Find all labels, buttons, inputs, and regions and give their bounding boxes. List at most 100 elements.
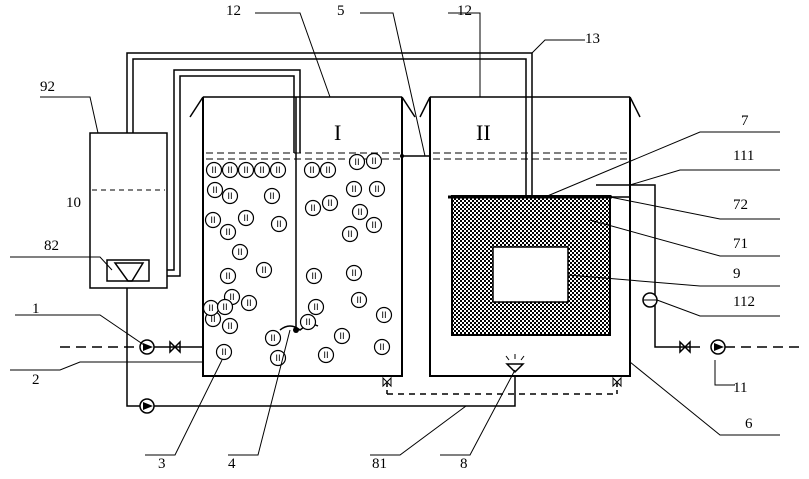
carrier-ball-symbol: II (222, 303, 227, 313)
carrier-ball: II (253, 161, 271, 179)
carrier-ball-symbol: II (311, 272, 316, 282)
carrier-ball-symbol: II (351, 269, 356, 279)
carrier-ball-symbol: II (325, 166, 330, 176)
carrier-ball-symbol: II (327, 199, 332, 209)
carrier-ball: II (375, 306, 393, 324)
carrier-ball: II (270, 215, 288, 233)
diffuser-8 (505, 354, 525, 374)
label-4: 4 (228, 456, 236, 472)
carrier-ball-symbol: II (227, 322, 232, 332)
carrier-ball: II (304, 199, 322, 217)
carrier-ball-symbol: II (357, 208, 362, 218)
tank-1 (189, 96, 416, 377)
valve (169, 340, 181, 354)
carrier-ball-symbol: II (275, 166, 280, 176)
carrier-ball: II (350, 291, 368, 309)
label-10: 10 (66, 195, 81, 211)
carrier-ball: II (365, 216, 383, 234)
carrier-ball: II (373, 338, 391, 356)
carrier-ball-symbol: II (309, 166, 314, 176)
label-6: 6 (745, 416, 753, 432)
label-12-left: 12 (226, 3, 241, 19)
carrier-ball: II (215, 343, 233, 361)
label-13: 13 (585, 31, 600, 47)
carrier-ball: II (202, 299, 220, 317)
carrier-ball: II (255, 261, 273, 279)
carrier-ball-symbol: II (210, 216, 215, 226)
label-81: 81 (372, 456, 387, 472)
carrier-ball: II (221, 161, 239, 179)
carrier-ball: II (205, 161, 223, 179)
label-112: 112 (733, 294, 755, 310)
carrier-ball-symbol: II (347, 230, 352, 240)
carrier-ball: II (319, 161, 337, 179)
label-7: 7 (741, 113, 749, 129)
carrier-ball: II (269, 161, 287, 179)
carrier-ball-symbol: II (371, 157, 376, 167)
carrier-ball-symbol: II (225, 228, 230, 238)
carrier-ball-symbol: II (221, 348, 226, 358)
carrier-ball: II (351, 203, 369, 221)
carrier-ball-symbol: II (225, 272, 230, 282)
carrier-ball-symbol: II (379, 343, 384, 353)
carrier-ball: II (368, 180, 386, 198)
carrier-ball-symbol: II (227, 192, 232, 202)
carrier-ball-symbol: II (227, 166, 232, 176)
carrier-ball-symbol: II (269, 192, 274, 202)
label-111: 111 (733, 148, 754, 164)
carrier-ball-symbol: II (371, 221, 376, 231)
carrier-ball-symbol: II (354, 158, 359, 168)
carrier-ball: II (264, 329, 282, 347)
carrier-ball: II (317, 346, 335, 364)
carrier-ball: II (341, 225, 359, 243)
carrier-ball: II (333, 327, 351, 345)
tank-2-label: II (476, 120, 491, 145)
carrier-ball-symbol: II (212, 186, 217, 196)
carrier-ball-symbol: II (356, 296, 361, 306)
carrier-ball: II (206, 181, 224, 199)
carrier-ball: II (348, 153, 366, 171)
carrier-ball: II (231, 243, 249, 261)
label-1: 1 (32, 301, 40, 317)
carrier-ball: II (216, 298, 234, 316)
label-12-right: 12 (457, 3, 472, 19)
carrier-ball: II (219, 267, 237, 285)
carrier-ball-symbol: II (374, 185, 379, 195)
label-72: 72 (733, 197, 748, 213)
drain-valve-2 (612, 376, 622, 388)
label-71: 71 (733, 236, 748, 252)
label-11: 11 (733, 380, 747, 396)
carrier-ball-symbol: II (313, 303, 318, 313)
label-82: 82 (44, 238, 59, 254)
carrier-ball-symbol: II (339, 332, 344, 342)
pressure-gauge-112 (642, 292, 658, 308)
carrier-ball: II (307, 298, 325, 316)
carrier-ball-symbol: II (210, 315, 215, 325)
carrier-ball-symbol: II (305, 318, 310, 328)
carrier-ball-symbol: II (323, 351, 328, 361)
carrier-ball: II (221, 187, 239, 205)
carrier-ball-symbol: II (237, 248, 242, 258)
label-8: 8 (460, 456, 468, 472)
carrier-ball-symbol: II (211, 166, 216, 176)
carrier-ball-symbol: II (381, 311, 386, 321)
label-5: 5 (337, 3, 345, 19)
carrier-ball: II (204, 211, 222, 229)
carrier-ball-symbol: II (229, 293, 234, 303)
leader-lines (10, 12, 780, 456)
carrier-ball: II (345, 264, 363, 282)
membrane-module-7 (448, 195, 630, 336)
carrier-ball: II (263, 187, 281, 205)
carrier-ball: II (345, 180, 363, 198)
carrier-ball-symbol: II (270, 334, 275, 344)
carrier-ball-symbol: II (246, 299, 251, 309)
carrier-ball-symbol: II (276, 220, 281, 230)
carrier-ball: II (321, 194, 339, 212)
carrier-ball: II (237, 161, 255, 179)
carrier-ball: II (237, 209, 255, 227)
doser-82 (106, 259, 150, 282)
carrier-ball-symbol: II (261, 266, 266, 276)
tank-1-label: I (334, 120, 341, 145)
